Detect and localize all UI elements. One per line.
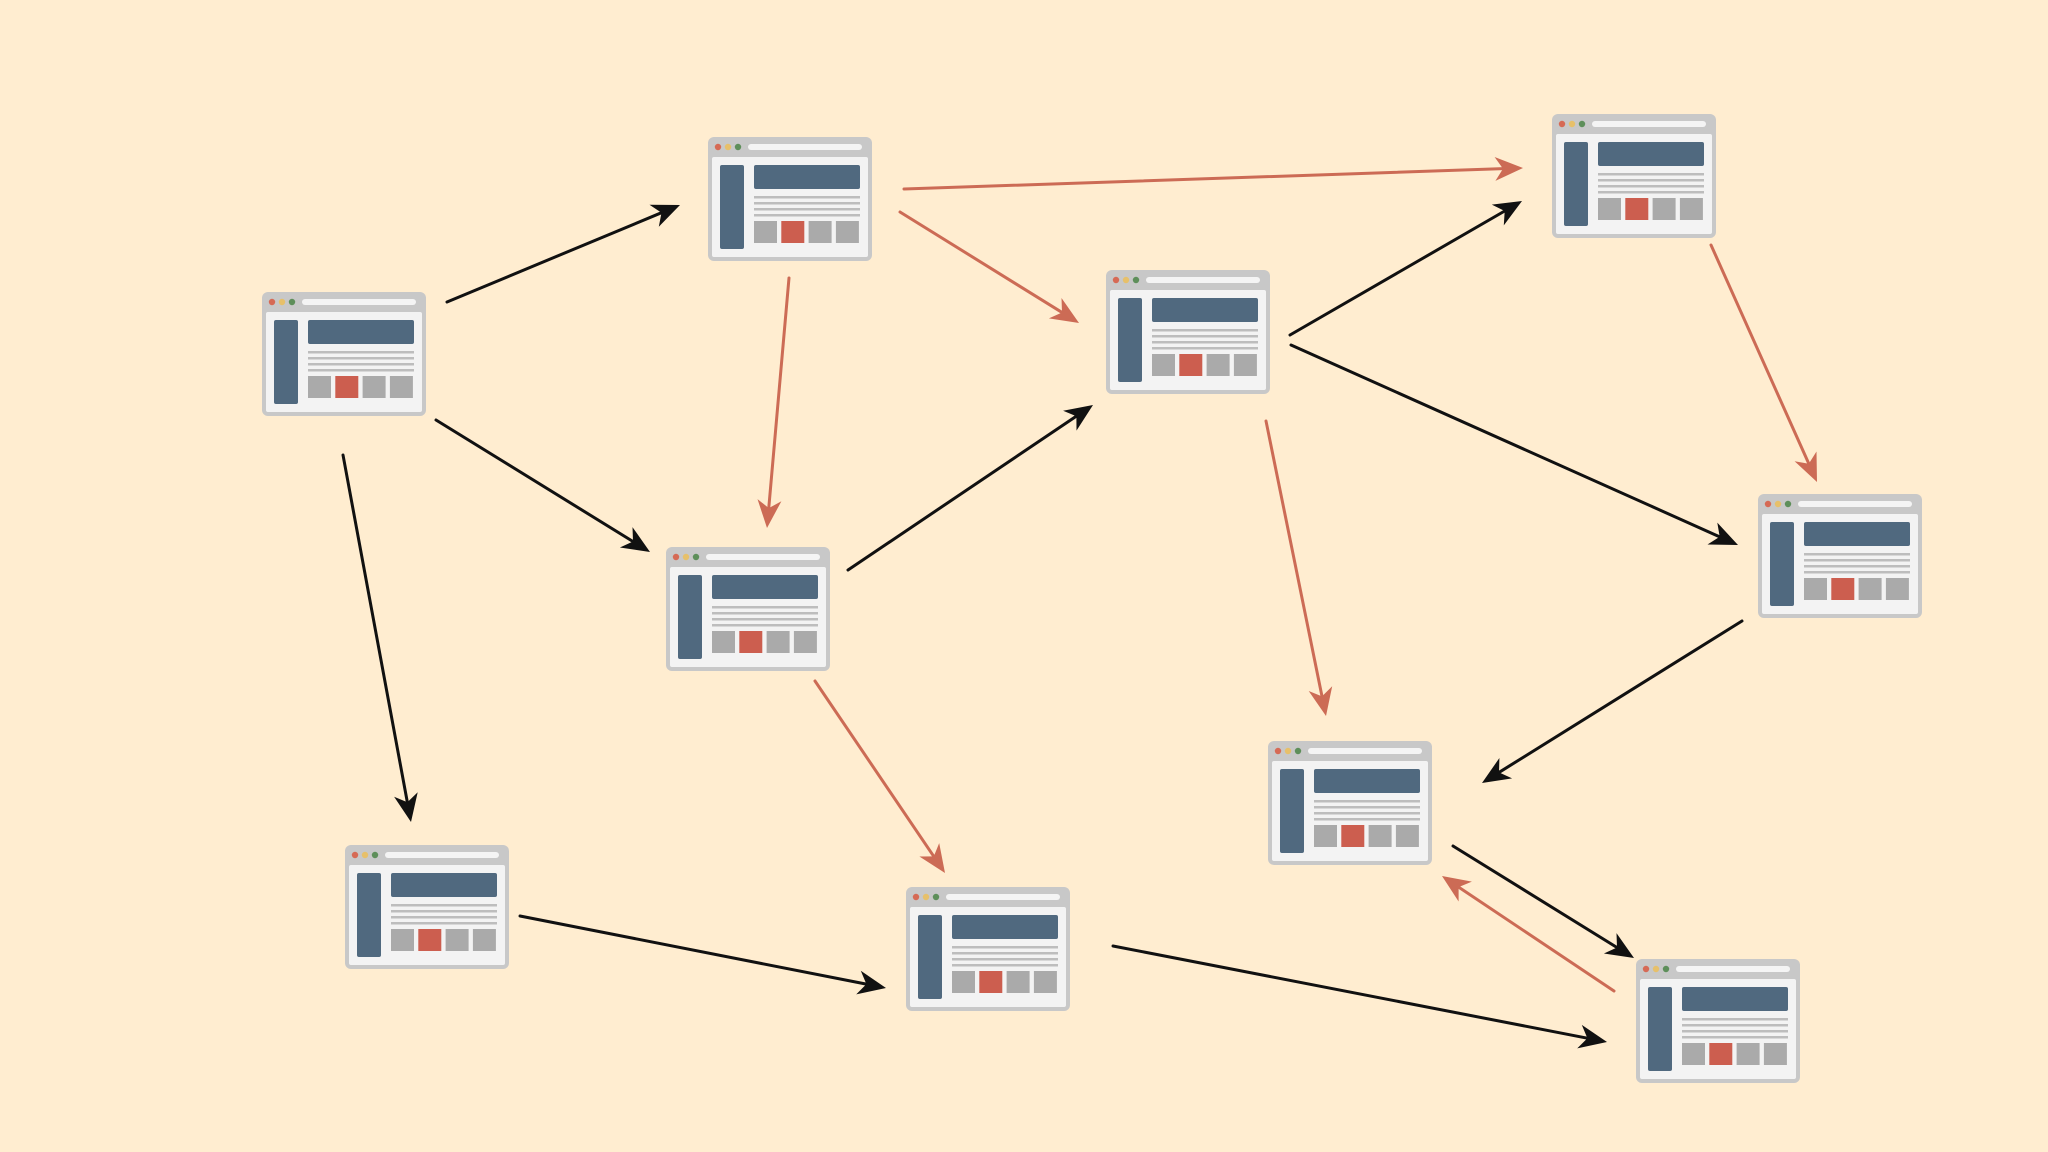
edge-page-3-to-page-8 xyxy=(1289,343,1738,545)
edge-page-2-to-page-7 xyxy=(902,157,1523,191)
arrowhead-icon xyxy=(1482,758,1513,783)
edge-line xyxy=(813,679,936,858)
arrowhead-icon xyxy=(394,792,418,822)
edge-line xyxy=(1457,885,1616,993)
edge-page-7-to-page-8 xyxy=(1709,243,1817,482)
arrowhead-icon xyxy=(856,970,886,995)
edge-line xyxy=(434,418,635,544)
web-page-icon xyxy=(666,547,830,671)
page-9-node[interactable] xyxy=(1268,741,1432,865)
edge-page-1-to-page-4 xyxy=(434,418,650,552)
nodes-layer xyxy=(262,114,1922,1083)
web-page-icon xyxy=(345,845,509,969)
edge-page-10-to-page-9 xyxy=(1442,876,1616,993)
web-page-icon xyxy=(262,292,426,416)
web-page-icon xyxy=(1552,114,1716,238)
arrowhead-icon xyxy=(1603,933,1634,958)
edge-line xyxy=(341,453,409,804)
edge-line xyxy=(767,276,791,510)
edge-line xyxy=(902,167,1505,191)
edge-page-3-to-page-9 xyxy=(1264,419,1333,716)
web-page-icon xyxy=(906,887,1070,1011)
web-page-icon xyxy=(1636,959,1800,1083)
arrowhead-icon xyxy=(1048,298,1079,323)
page-7-node[interactable] xyxy=(1552,114,1716,238)
edge-page-9-to-page-10 xyxy=(1451,844,1634,958)
edge-page-5-to-page-6 xyxy=(518,914,886,995)
web-page-icon xyxy=(1268,741,1432,865)
page-2-node[interactable] xyxy=(708,137,872,261)
page-5-node[interactable] xyxy=(345,845,509,969)
edge-page-1-to-page-2 xyxy=(445,204,680,304)
edge-line xyxy=(445,211,664,304)
arrowhead-icon xyxy=(1494,157,1523,181)
edge-page-4-to-page-6 xyxy=(813,679,945,873)
arrowhead-icon xyxy=(757,499,782,528)
arrowhead-icon xyxy=(619,527,650,552)
page-10-node[interactable] xyxy=(1636,959,1800,1083)
edge-line xyxy=(846,414,1078,572)
edge-line xyxy=(1264,419,1324,698)
edge-line xyxy=(1709,243,1811,466)
edge-page-3-to-page-7 xyxy=(1288,201,1522,337)
edge-line xyxy=(1288,209,1507,337)
page-1-node[interactable] xyxy=(262,292,426,416)
web-page-icon xyxy=(1106,270,1270,394)
edge-page-8-to-page-9 xyxy=(1482,619,1744,783)
edge-page-1-to-page-5 xyxy=(341,453,418,822)
edge-line xyxy=(518,914,868,986)
arrowhead-icon xyxy=(1308,686,1333,716)
edge-line xyxy=(1289,343,1722,539)
edge-line xyxy=(1451,844,1619,949)
arrowhead-icon xyxy=(919,843,945,873)
edge-page-2-to-page-4 xyxy=(757,276,791,528)
edge-line xyxy=(898,210,1064,314)
edge-page-4-to-page-3 xyxy=(846,405,1093,572)
edge-page-2-to-page-3 xyxy=(898,210,1079,323)
arrowhead-icon xyxy=(1794,451,1817,482)
arrowhead-icon xyxy=(1442,876,1472,902)
arrowhead-icon xyxy=(1707,522,1738,545)
edges-layer xyxy=(341,157,1817,1049)
edge-line xyxy=(1497,619,1744,774)
arrowhead-icon xyxy=(649,204,680,227)
page-6-node[interactable] xyxy=(906,887,1070,1011)
arrowhead-icon xyxy=(1577,1024,1607,1049)
page-4-node[interactable] xyxy=(666,547,830,671)
edge-page-6-to-page-10 xyxy=(1111,944,1607,1049)
page-8-node[interactable] xyxy=(1758,494,1922,618)
edge-line xyxy=(1111,944,1589,1040)
page-3-node[interactable] xyxy=(1106,270,1270,394)
arrowhead-icon xyxy=(1491,201,1522,226)
web-page-icon xyxy=(1758,494,1922,618)
web-page-icon xyxy=(708,137,872,261)
arrowhead-icon xyxy=(1063,405,1093,431)
